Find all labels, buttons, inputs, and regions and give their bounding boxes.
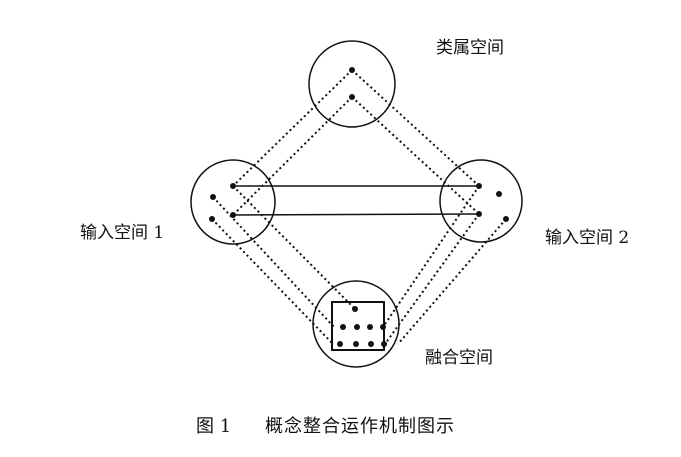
input1-dot: [230, 212, 236, 218]
blend-dot: [337, 341, 343, 347]
figure-title: 概念整合运作机制图示: [265, 415, 455, 437]
input1-dot: [210, 194, 216, 200]
input-space-2-label: 输入空间 2: [545, 228, 629, 248]
input1-dot: [230, 183, 236, 189]
input2-dot: [476, 183, 482, 189]
input2-dot: [496, 191, 502, 197]
blended-space-label: 融合空间: [425, 348, 493, 368]
element-dots: [209, 67, 509, 347]
projection-line: [351, 96, 480, 215]
projection-line: [382, 185, 480, 328]
input2-dot: [476, 211, 482, 217]
generic-dot: [349, 94, 355, 100]
projection-lines: [211, 69, 507, 345]
projection-line: [351, 69, 480, 187]
projection-line: [232, 96, 353, 216]
generic-space-label: 类属空间: [436, 38, 504, 58]
generic-space-circle: [308, 40, 396, 128]
input-space-1-label: 输入空间 1: [80, 223, 164, 243]
blend-dot: [340, 324, 346, 330]
projection-line: [232, 185, 356, 310]
input-space-1-circle: [190, 159, 276, 245]
projection-line: [384, 213, 480, 345]
projection-line: [211, 218, 334, 345]
projection-line: [232, 69, 353, 187]
blend-dot: [354, 324, 360, 330]
generic-dot: [349, 67, 355, 73]
figure-number: 图 1: [196, 416, 231, 437]
input-space-2-circle: [439, 159, 523, 243]
blend-dot: [353, 341, 359, 347]
cross-space-mapping: [232, 185, 480, 216]
mapping-line-bottom: [232, 213, 480, 216]
input1-dot: [209, 216, 215, 222]
blend-dot: [381, 341, 387, 347]
input2-dot: [503, 216, 509, 222]
blend-dot: [380, 324, 386, 330]
blend-dot: [367, 324, 373, 330]
blend-dot: [352, 306, 358, 312]
space-circles: [190, 40, 523, 368]
blend-dot: [368, 341, 374, 347]
